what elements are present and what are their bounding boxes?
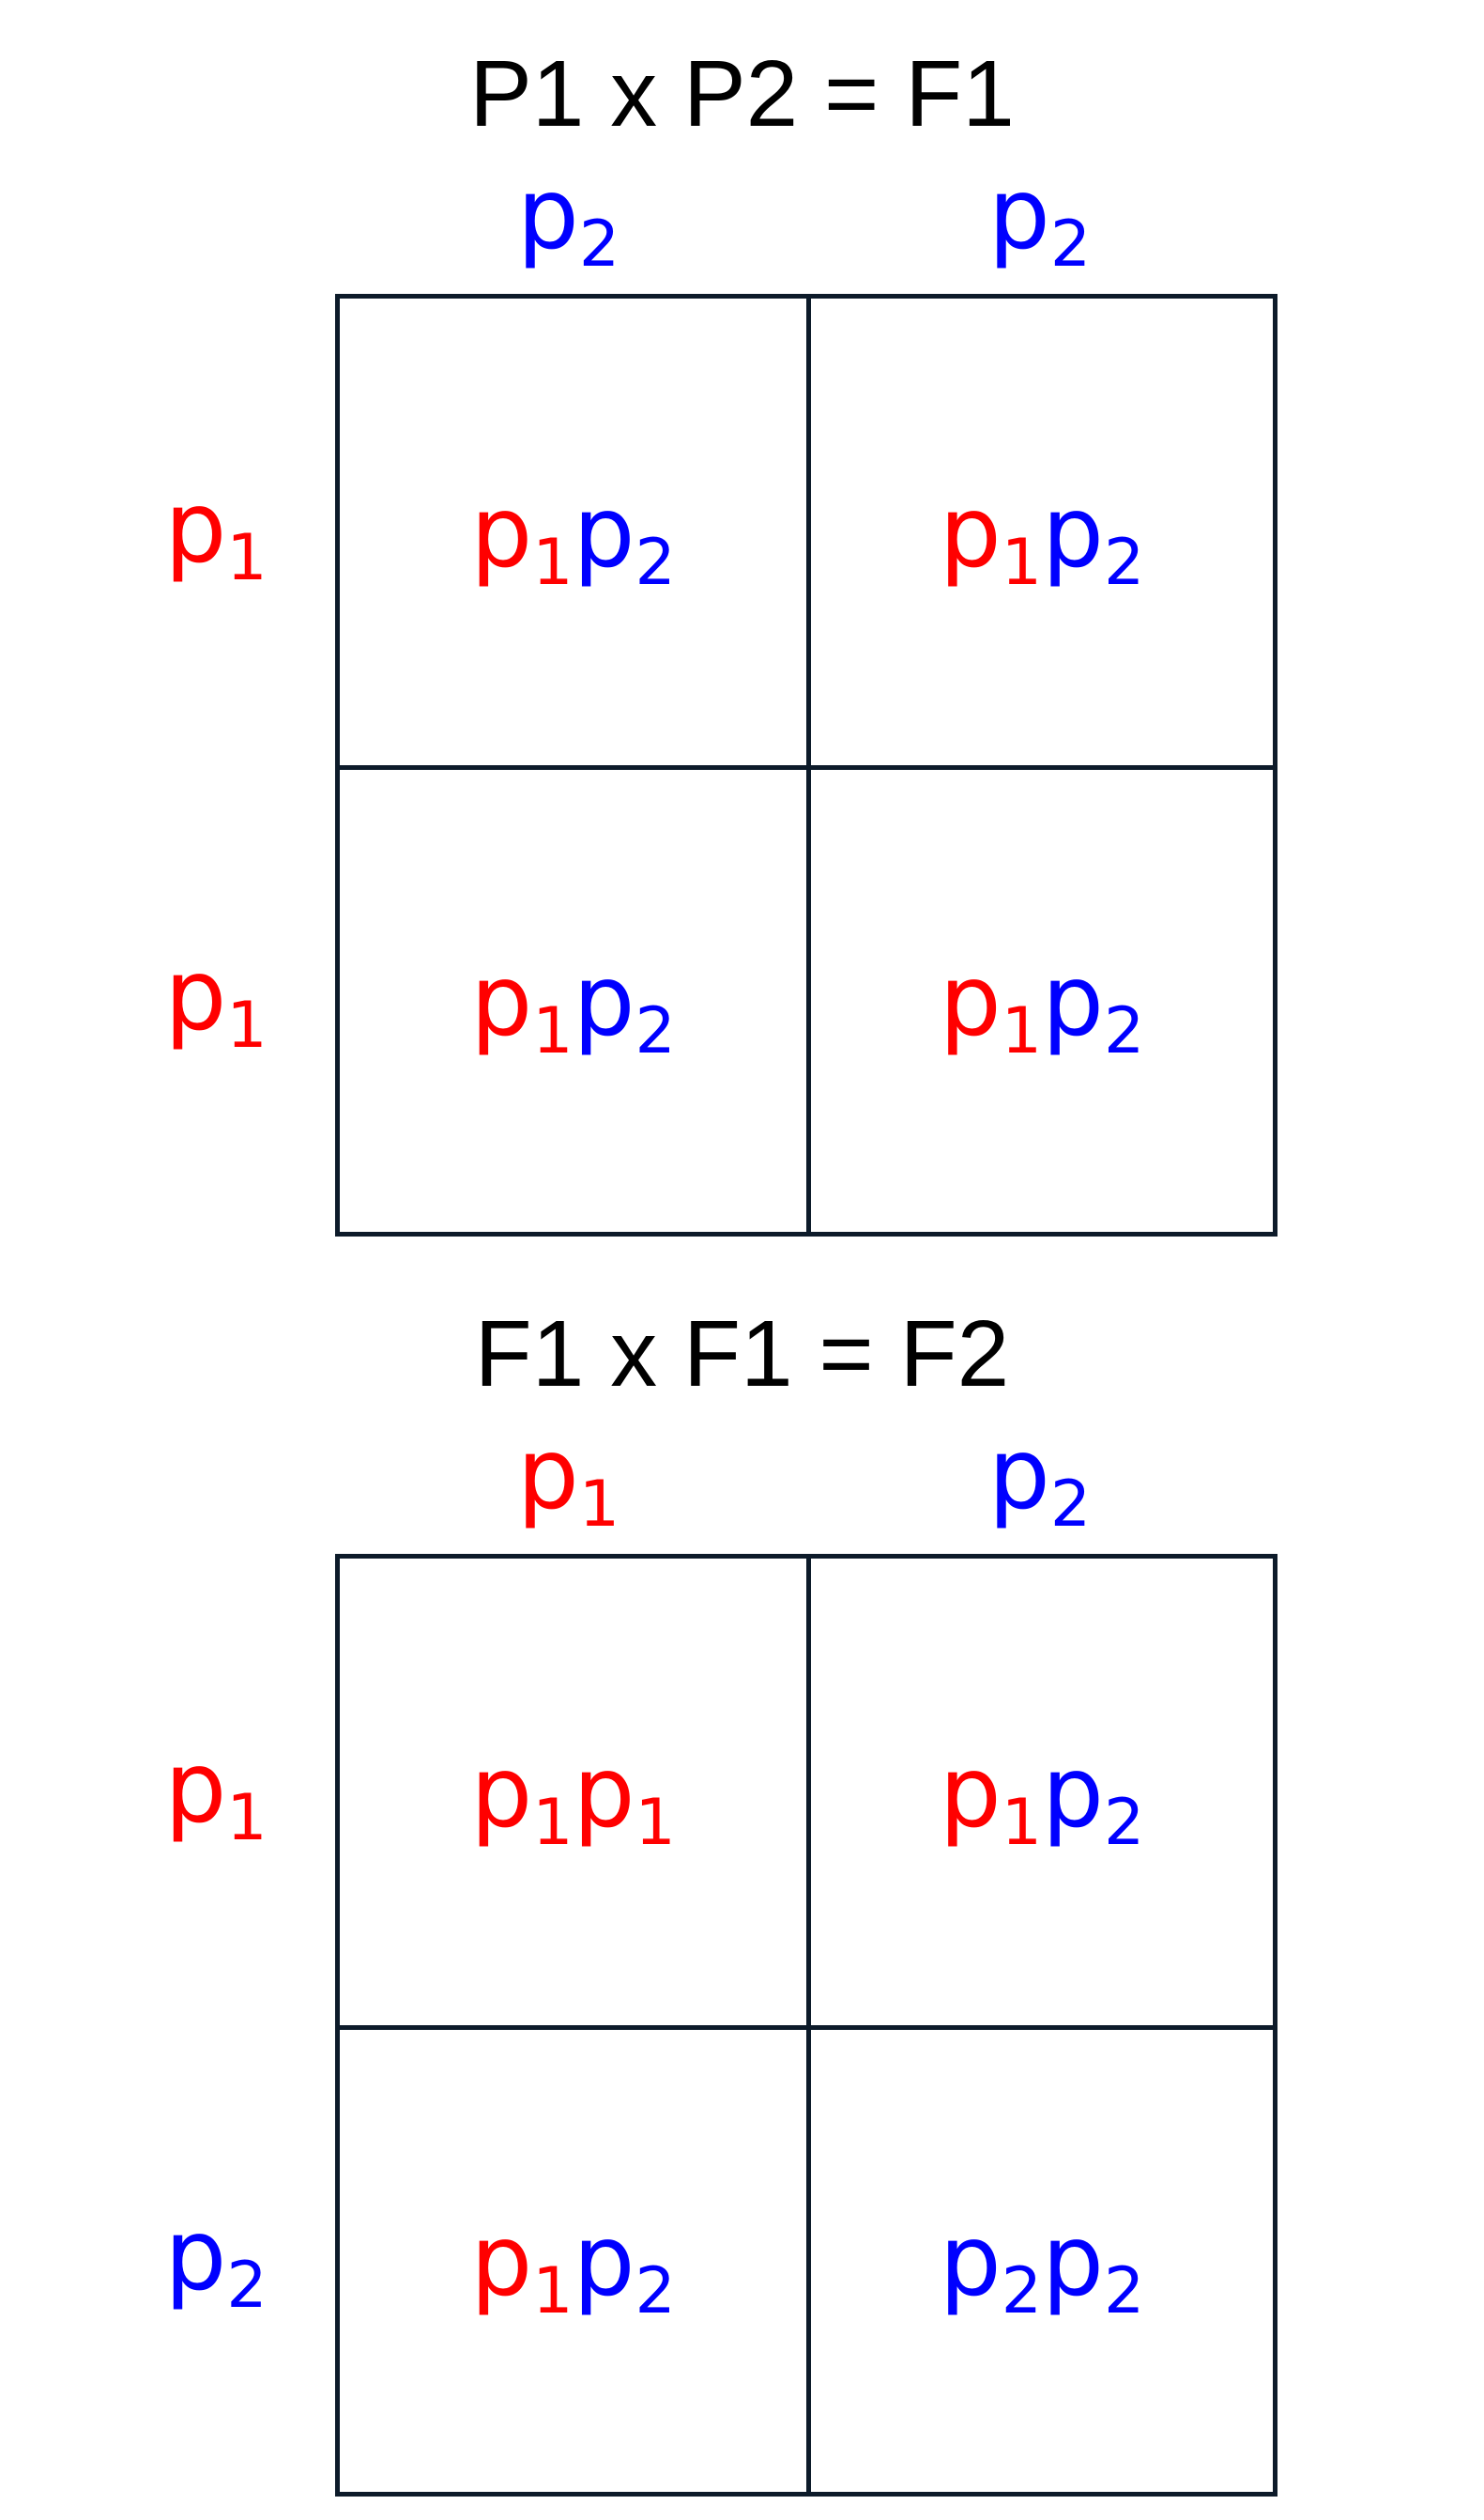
allele: p1 — [164, 470, 267, 591]
allele-letter: p — [939, 2204, 1002, 2318]
allele-subscript: 2 — [1104, 994, 1145, 1069]
allele-letter: p — [470, 1734, 533, 1850]
allele: p2 — [939, 2204, 1042, 2324]
allele-letter: p — [470, 2204, 533, 2318]
allele: p2 — [1042, 2204, 1144, 2324]
row-header-allele: p2 — [141, 2198, 291, 2318]
allele-subscript: 2 — [1104, 1785, 1145, 1860]
allele: p2 — [987, 1417, 1091, 1537]
row-header-allele: p1 — [141, 1730, 291, 1851]
column-header-allele: p2 — [806, 157, 1273, 277]
allele-subscript: 2 — [635, 994, 676, 1069]
allele-subscript: 1 — [1001, 994, 1042, 1069]
allele-letter: p — [164, 1730, 227, 1845]
allele: p2 — [987, 157, 1091, 277]
allele: p2 — [573, 944, 676, 1064]
column-header-allele: p2 — [335, 157, 802, 277]
allele-letter: p — [1042, 2204, 1105, 2318]
allele-subscript: 2 — [1049, 1467, 1092, 1543]
allele: p2 — [573, 474, 676, 595]
allele-letter: p — [939, 1734, 1002, 1850]
allele-subscript: 1 — [532, 1785, 574, 1860]
allele-subscript: 2 — [1104, 2254, 1145, 2329]
allele: p1 — [164, 1730, 267, 1851]
allele: p2 — [1042, 474, 1144, 595]
allele-subscript: 1 — [532, 525, 574, 600]
allele-letter: p — [164, 470, 227, 585]
allele: p1 — [939, 1734, 1042, 1855]
allele: p1 — [470, 2204, 573, 2324]
allele-letter: p — [516, 157, 579, 271]
allele: p2 — [516, 157, 620, 277]
allele: p1 — [573, 1734, 676, 1855]
allele: p2 — [1042, 1734, 1144, 1855]
allele-letter: p — [987, 157, 1050, 271]
allele-subscript: 1 — [532, 2254, 574, 2329]
row-header-allele: p1 — [141, 470, 291, 591]
allele: p1 — [516, 1417, 620, 1537]
allele: p1 — [470, 474, 573, 595]
allele-letter: p — [470, 944, 533, 1058]
allele-subscript: 1 — [226, 521, 268, 596]
row-header-allele: p1 — [141, 938, 291, 1058]
allele-letter: p — [573, 2204, 635, 2318]
allele-letter: p — [1042, 474, 1105, 590]
allele-subscript: 2 — [635, 2254, 676, 2329]
allele-letter: p — [939, 474, 1002, 590]
allele: p1 — [939, 474, 1042, 595]
allele: p1 — [939, 944, 1042, 1064]
allele-subscript: 1 — [226, 989, 268, 1064]
allele: p2 — [1042, 944, 1144, 1064]
allele-subscript: 2 — [635, 525, 676, 600]
allele-letter: p — [573, 474, 635, 590]
allele-subscript: 2 — [578, 207, 620, 283]
column-header-allele: p2 — [806, 1417, 1273, 1537]
allele: p1 — [470, 1734, 573, 1855]
square-title: P1 x P2 = F1 — [469, 41, 1015, 146]
allele-letter: p — [1042, 1734, 1105, 1850]
allele: p1 — [164, 938, 267, 1058]
allele-letter: p — [987, 1417, 1050, 1531]
allele-letter: p — [1042, 944, 1105, 1058]
allele-subscript: 1 — [1001, 1785, 1042, 1860]
allele: p1 — [470, 944, 573, 1064]
allele-subscript: 1 — [635, 1785, 676, 1860]
allele-subscript: 1 — [532, 994, 574, 1069]
allele: p2 — [573, 2204, 676, 2324]
allele-subscript: 1 — [1001, 525, 1042, 600]
allele-subscript: 2 — [1001, 2254, 1042, 2329]
allele-subscript: 2 — [226, 2249, 268, 2324]
allele-letter: p — [164, 2198, 227, 2313]
allele: p2 — [164, 2198, 267, 2318]
allele-letter: p — [516, 1417, 579, 1531]
square-title: F1 x F1 = F2 — [474, 1301, 1010, 1406]
allele-subscript: 1 — [226, 1781, 268, 1856]
allele-subscript: 2 — [1049, 207, 1092, 283]
allele-letter: p — [939, 944, 1002, 1058]
allele-letter: p — [573, 944, 635, 1058]
allele-letter: p — [573, 1734, 635, 1850]
allele-subscript: 1 — [578, 1467, 620, 1543]
allele-letter: p — [470, 474, 533, 590]
allele-letter: p — [164, 938, 227, 1053]
column-header-allele: p1 — [335, 1417, 802, 1537]
allele-subscript: 2 — [1104, 525, 1145, 600]
